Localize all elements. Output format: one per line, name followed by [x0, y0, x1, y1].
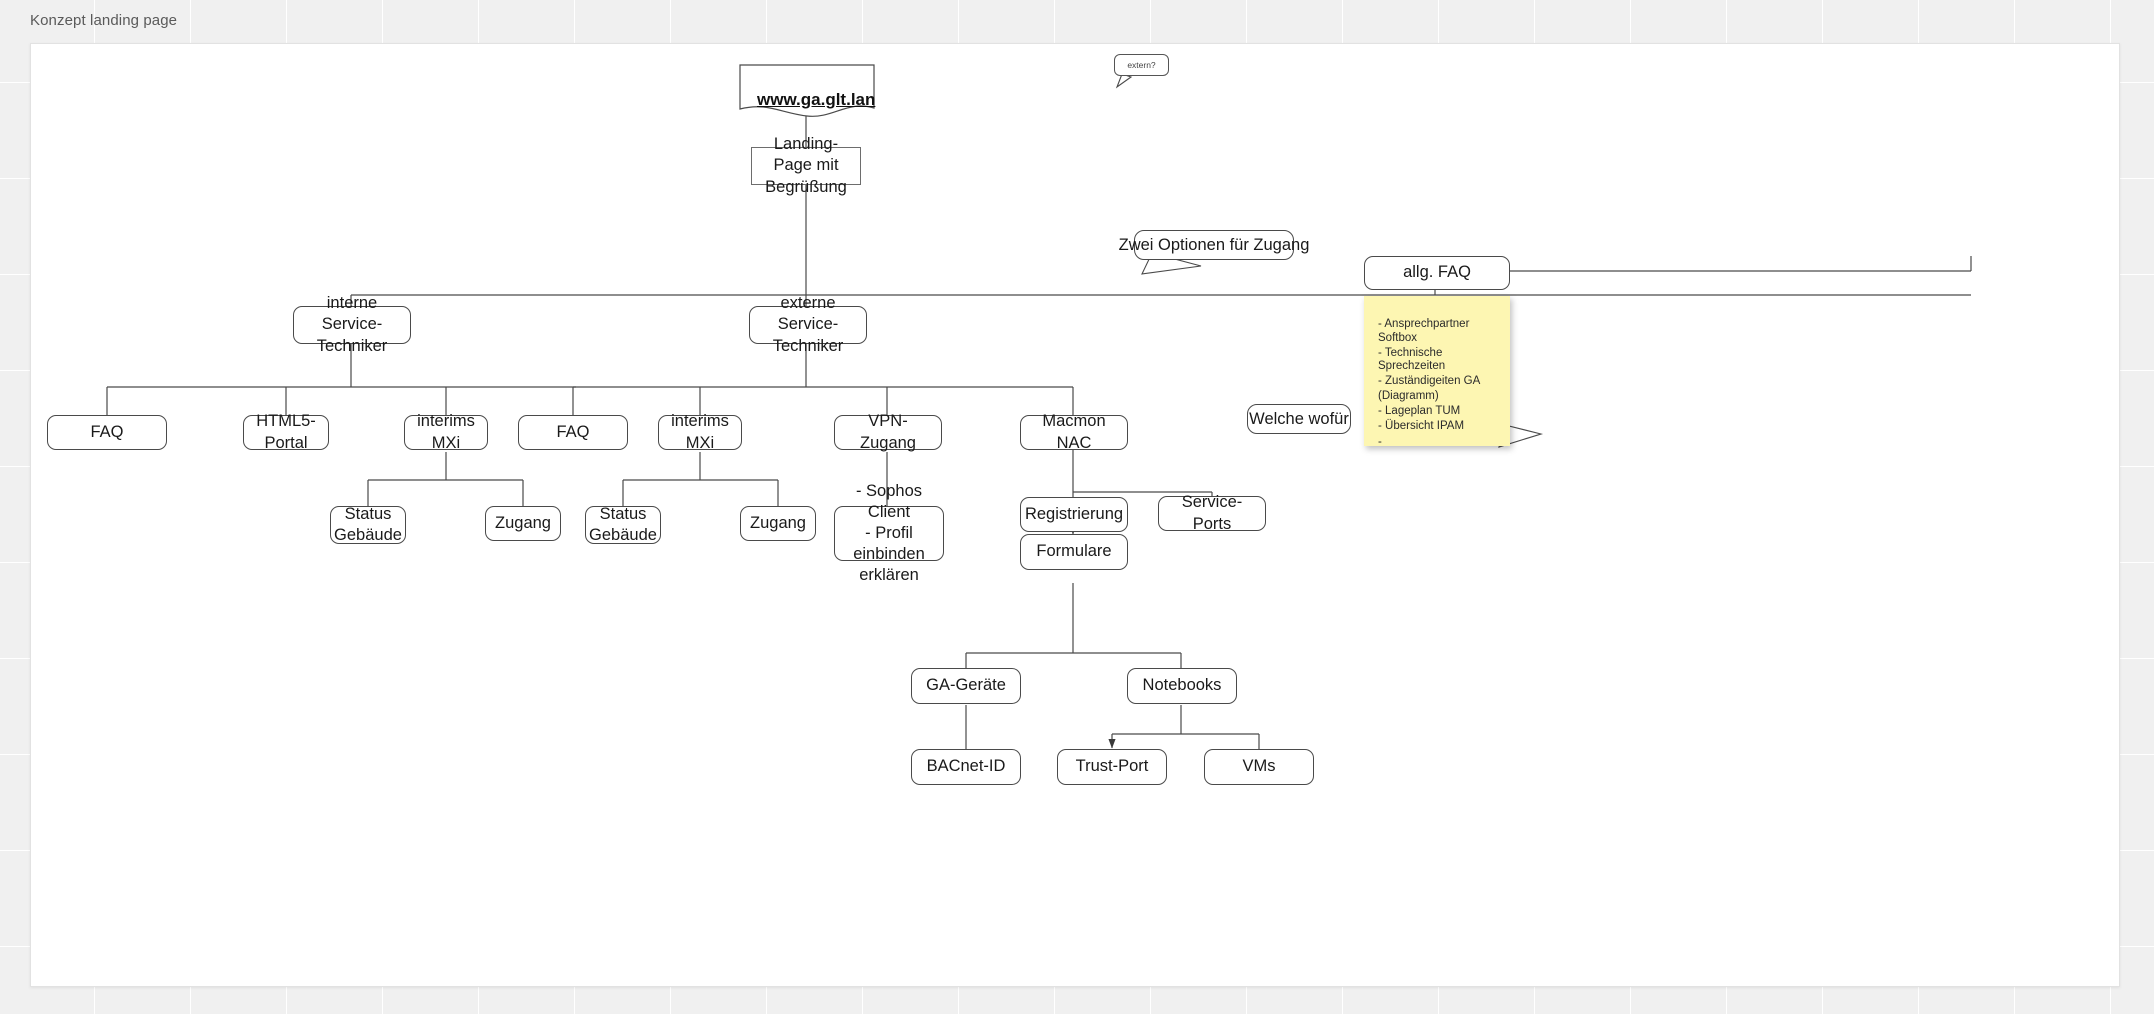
sticky-note-line: - — [1378, 435, 1382, 448]
sticky-note-line: (Diagramm) — [1378, 390, 1439, 403]
node-zugang-intern[interactable]: Zugang — [485, 506, 561, 541]
document-title: Konzept landing page — [30, 12, 178, 29]
node-bacnet-id-label: BACnet-ID — [926, 757, 1006, 776]
node-ga-geraete-label: GA-Geräte — [926, 676, 1006, 695]
diagram-canvas[interactable]: www.ga.glt.lan extern? Landing-Page mit … — [30, 43, 2120, 987]
callout-welche-wofuer-label: Welche wofür — [1249, 409, 1349, 428]
node-zugang-extern[interactable]: Zugang — [740, 506, 816, 541]
node-interne-techniker-label: interne Service- Techniker — [316, 294, 388, 355]
node-macmon-nac[interactable]: Macmon NAC — [1020, 412, 1128, 452]
node-zugang-extern-label: Zugang — [750, 513, 806, 532]
node-interims-mxi-intern-label: interims MXi — [417, 412, 475, 452]
node-url[interactable]: www.ga.glt.lan — [739, 64, 876, 117]
node-notebooks[interactable]: Notebooks — [1127, 668, 1237, 704]
node-faq-extern[interactable]: FAQ — [518, 415, 628, 450]
node-html5-portal-label: HTML5-Portal — [256, 412, 316, 452]
node-faq-intern-label: FAQ — [90, 422, 124, 441]
node-ga-geraete[interactable]: GA-Geräte — [911, 668, 1021, 704]
sticky-note-line: - Lageplan TUM — [1378, 405, 1461, 418]
node-macmon-nac-label: Macmon NAC — [1042, 412, 1106, 452]
node-service-ports-label: Service-Ports — [1181, 493, 1243, 533]
sticky-note-line: - Technische Sprechzeiten — [1378, 346, 1446, 373]
sticky-note[interactable]: - Ansprechpartner Softbox - Technische S… — [1364, 296, 1510, 448]
sticky-note-line: - Zuständigeiten GA — [1378, 375, 1481, 388]
node-status-gebaeude-intern-label: Status Gebäude — [334, 504, 402, 544]
node-service-ports[interactable]: Service-Ports — [1158, 493, 1266, 533]
node-externe-techniker-label: externe Service- Techniker — [772, 294, 844, 355]
node-registrierung[interactable]: Registrierung — [1020, 497, 1128, 532]
node-landing-page[interactable]: Landing-Page mit Begrüßung — [751, 135, 861, 196]
node-interims-mxi-intern[interactable]: interims MXi — [404, 412, 488, 452]
node-bacnet-id[interactable]: BACnet-ID — [911, 749, 1021, 785]
node-trust-port-label: Trust-Port — [1075, 757, 1149, 776]
node-allg-faq[interactable]: allg. FAQ — [1364, 256, 1510, 290]
node-faq-extern-label: FAQ — [556, 422, 590, 441]
document-shape — [739, 64, 875, 117]
node-vms[interactable]: VMs — [1204, 749, 1314, 785]
node-registrierung-label: Registrierung — [1024, 504, 1124, 523]
node-vpn-zugang-label: VPN-Zugang — [860, 412, 916, 452]
callout-welche-wofuer[interactable]: Welche wofür — [1247, 404, 1351, 434]
node-formulare-label: Formulare — [1036, 542, 1112, 561]
node-interne-techniker[interactable]: interne Service- Techniker — [293, 294, 411, 355]
node-status-gebaeude-extern-label: Status Gebäude — [589, 504, 657, 544]
node-allg-faq-label: allg. FAQ — [1403, 263, 1471, 282]
node-trust-port[interactable]: Trust-Port — [1057, 749, 1167, 785]
callout-zwei-optionen[interactable]: Zwei Optionen für Zugang — [1119, 230, 1309, 260]
node-notebooks-label: Notebooks — [1142, 676, 1222, 695]
callout-extern[interactable]: extern? — [1114, 54, 1169, 76]
node-interims-mxi-extern-label: interims MXi — [671, 412, 729, 452]
node-externe-techniker[interactable]: externe Service- Techniker — [749, 294, 867, 355]
node-vpn-details[interactable]: - Sophos Client - Profil einbinden erklä… — [834, 482, 944, 584]
node-vpn-zugang[interactable]: VPN-Zugang — [834, 412, 942, 452]
node-status-gebaeude-extern[interactable]: Status Gebäude — [585, 504, 661, 544]
node-formulare[interactable]: Formulare — [1020, 534, 1128, 570]
callout-extern-label: extern? — [1127, 60, 1156, 70]
node-interims-mxi-extern[interactable]: interims MXi — [658, 412, 742, 452]
node-landing-page-label: Landing-Page mit Begrüßung — [765, 135, 847, 196]
node-url-label: www.ga.glt.lan — [757, 90, 876, 109]
node-faq-intern[interactable]: FAQ — [47, 415, 167, 450]
node-vpn-details-label: - Sophos Client - Profil einbinden erklä… — [853, 481, 925, 585]
node-status-gebaeude-intern[interactable]: Status Gebäude — [330, 504, 406, 544]
sticky-note-line: - Ansprechpartner Softbox — [1378, 318, 1473, 344]
callout-zwei-optionen-label: Zwei Optionen für Zugang — [1118, 235, 1310, 254]
sticky-note-line: - Übersicht IPAM — [1378, 420, 1465, 433]
node-zugang-intern-label: Zugang — [495, 513, 551, 532]
node-vms-label: VMs — [1242, 757, 1276, 776]
node-html5-portal[interactable]: HTML5-Portal — [243, 412, 329, 452]
